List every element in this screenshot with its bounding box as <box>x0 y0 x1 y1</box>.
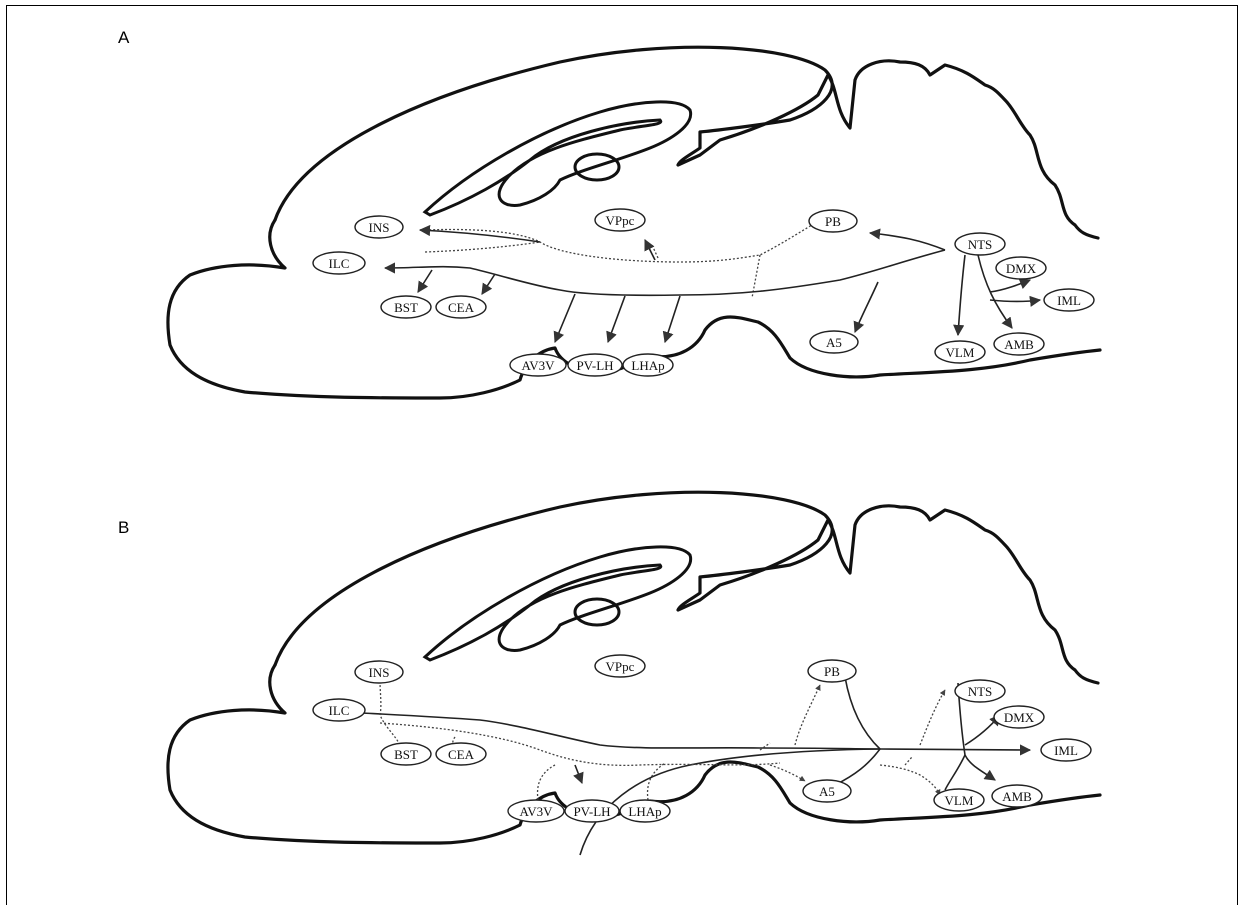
node-lhap-b: LHAp <box>620 800 670 822</box>
node-a5: A5 <box>810 331 858 353</box>
arrow-iml-a <box>990 300 1040 302</box>
arrow-pvlh-b <box>575 765 582 783</box>
panel-b: INS ILC BST CEA VPpc PB NTS DMX IML AMB … <box>168 492 1100 855</box>
dotted-b-5 <box>648 763 665 800</box>
svg-text:AMB: AMB <box>1004 337 1034 352</box>
svg-text:PB: PB <box>824 664 840 679</box>
tract-b-vlm <box>945 755 965 790</box>
node-ins-b: INS <box>355 661 403 683</box>
node-vppc: VPpc <box>595 209 645 231</box>
svg-text:IML: IML <box>1057 293 1081 308</box>
node-av3v-b: AV3V <box>508 800 564 822</box>
svg-text:A5: A5 <box>826 335 842 350</box>
node-lhap: LHAp <box>623 354 673 376</box>
node-a5-b: A5 <box>803 780 851 802</box>
dotted-b-pb <box>795 685 820 745</box>
node-pb-b: PB <box>808 660 856 682</box>
svg-text:VPpc: VPpc <box>606 213 635 228</box>
node-vppc-b: VPpc <box>595 655 645 677</box>
svg-text:AMB: AMB <box>1002 789 1032 804</box>
arrow-vppc-a <box>645 240 655 260</box>
svg-text:AV3V: AV3V <box>522 358 556 373</box>
svg-text:PV-LH: PV-LH <box>576 358 613 373</box>
svg-text:INS: INS <box>369 665 390 680</box>
node-dmx-b: DMX <box>994 706 1044 728</box>
panel-a: INS ILC BST CEA VPpc PB NTS DMX IML AMB … <box>168 47 1100 398</box>
svg-text:AV3V: AV3V <box>520 804 554 819</box>
node-ilc: ILC <box>313 252 365 274</box>
tract-nts-pb <box>870 233 945 250</box>
node-vlm: VLM <box>935 341 985 363</box>
svg-text:ILC: ILC <box>329 256 350 271</box>
svg-text:VLM: VLM <box>946 345 975 360</box>
dotted-tract-a2 <box>425 242 540 252</box>
node-amb-b: AMB <box>992 785 1042 807</box>
dotted-b-vlm <box>880 765 940 795</box>
svg-text:ILC: ILC <box>329 703 350 718</box>
svg-text:INS: INS <box>369 220 390 235</box>
dotted-b-nts <box>920 690 945 745</box>
dotted-b-2 <box>380 681 400 745</box>
node-pvlh-b: PV-LH <box>565 800 619 822</box>
arrow-pvlh-a <box>608 296 625 342</box>
svg-text:LHAp: LHAp <box>631 358 664 373</box>
node-ilc-b: ILC <box>313 699 365 721</box>
node-av3v: AV3V <box>510 354 566 376</box>
svg-text:A5: A5 <box>819 784 835 799</box>
arrow-vlm-a <box>958 255 965 335</box>
svg-text:NTS: NTS <box>968 684 993 699</box>
node-pvlh: PV-LH <box>568 354 622 376</box>
svg-text:VLM: VLM <box>945 793 974 808</box>
svg-text:CEA: CEA <box>448 300 475 315</box>
tract-b-main <box>362 713 880 749</box>
node-iml-b: IML <box>1041 739 1091 761</box>
svg-text:BST: BST <box>394 747 418 762</box>
tract-nts-ilc <box>385 250 945 295</box>
node-amb: AMB <box>994 333 1044 355</box>
svg-text:PB: PB <box>825 214 841 229</box>
node-cea: CEA <box>436 296 486 318</box>
node-bst: BST <box>381 296 431 318</box>
svg-text:NTS: NTS <box>968 237 993 252</box>
svg-text:BST: BST <box>394 300 418 315</box>
node-ins: INS <box>355 216 403 238</box>
node-iml: IML <box>1044 289 1094 311</box>
dotted-b-6 <box>905 757 912 765</box>
node-bst-b: BST <box>381 743 431 765</box>
svg-text:DMX: DMX <box>1004 710 1035 725</box>
node-vlm-b: VLM <box>934 789 984 811</box>
svg-text:VPpc: VPpc <box>606 659 635 674</box>
svg-text:IML: IML <box>1054 743 1078 758</box>
tract-b-pb <box>845 677 880 749</box>
node-dmx: DMX <box>996 257 1046 279</box>
svg-text:PV-LH: PV-LH <box>573 804 610 819</box>
arrow-cea-a <box>482 274 495 294</box>
node-nts: NTS <box>955 233 1005 255</box>
svg-text:LHAp: LHAp <box>628 804 661 819</box>
svg-text:DMX: DMX <box>1006 261 1037 276</box>
node-nts-b: NTS <box>955 680 1005 702</box>
arrow-bst-a <box>418 270 432 292</box>
node-pb: PB <box>809 210 857 232</box>
arrow-av3v-a <box>555 294 575 342</box>
arrow-dmx-a <box>990 280 1030 292</box>
arrow-lhap-a <box>665 296 680 342</box>
svg-text:CEA: CEA <box>448 747 475 762</box>
tract-b-a5 <box>835 749 880 785</box>
node-cea-b: CEA <box>436 743 486 765</box>
dotted-b-7 <box>760 743 770 750</box>
arrow-a5-a <box>855 282 878 332</box>
